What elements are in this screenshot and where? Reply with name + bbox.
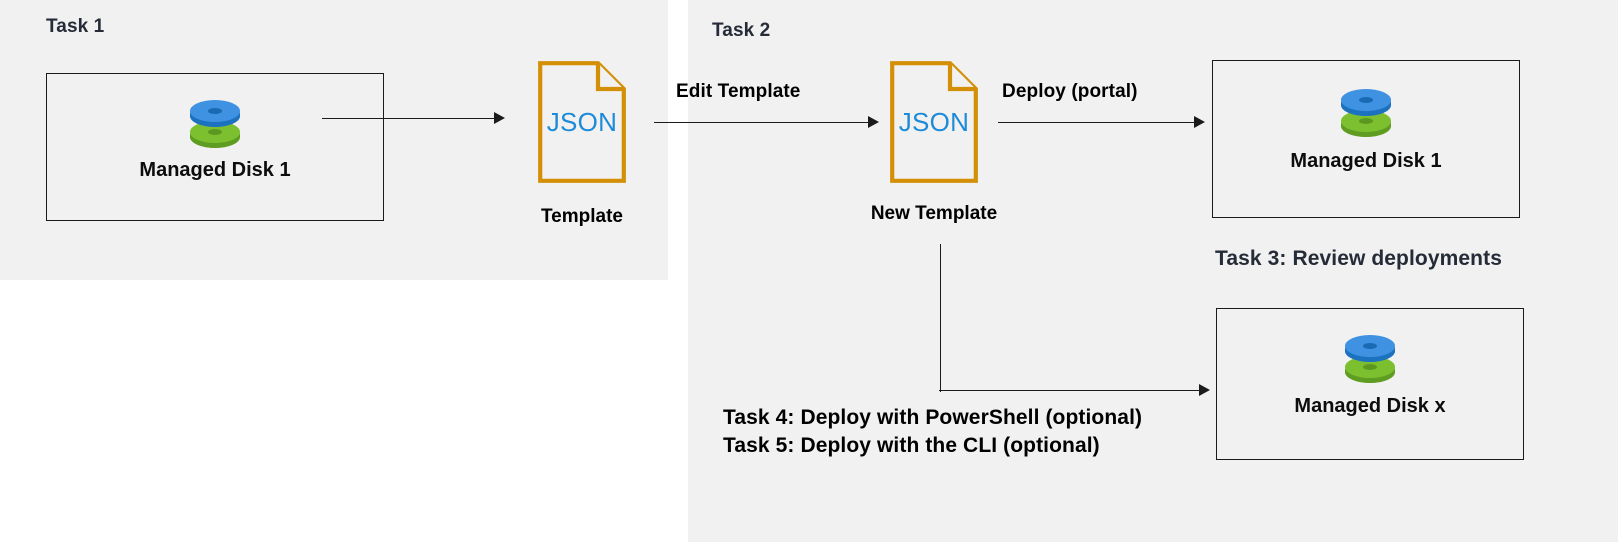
task4-label: Task 4: Deploy with PowerShell (optional… (723, 406, 1143, 429)
managed-disk-1-box-task3: Managed Disk 1 (1212, 60, 1520, 218)
new-template-caption: New Template (870, 203, 998, 224)
json-file-icon-template: JSON (538, 61, 626, 183)
managed-disk-x-box: Managed Disk x (1216, 308, 1524, 460)
template-caption: Template (540, 206, 623, 227)
json-label-new-template: JSON (898, 107, 970, 137)
managed-disk-1-label-task3: Managed Disk 1 (1290, 150, 1442, 172)
managed-disk-icon (186, 96, 244, 155)
task1-heading: Task 1 (46, 16, 105, 37)
managed-disk-1-label-task1: Managed Disk 1 (139, 159, 291, 181)
arrow-edit-template-line (654, 122, 870, 123)
managed-disk-1-box-task1: Managed Disk 1 (46, 73, 384, 221)
task5-label: Task 5: Deploy with the CLI (optional) (723, 434, 1100, 457)
managed-disk-icon (1341, 331, 1399, 390)
arrow-right-icon (868, 116, 879, 128)
managed-disk-x-label: Managed Disk x (1294, 395, 1446, 417)
elbow-connector-vertical (940, 244, 941, 392)
managed-disk-icon (1337, 85, 1395, 144)
arrow-deploy-portal-line (998, 122, 1196, 123)
task2-heading: Task 2 (712, 20, 771, 41)
arrow-disk1-to-template-line (322, 118, 496, 119)
edit-template-label: Edit Template (676, 81, 801, 102)
arrow-right-icon (1199, 384, 1210, 396)
deploy-portal-label: Deploy (portal) (1002, 81, 1138, 102)
task3-label: Task 3: Review deployments (1215, 247, 1502, 270)
arrow-right-icon (1194, 116, 1205, 128)
json-label-template: JSON (546, 107, 618, 137)
arrow-right-icon (494, 112, 505, 124)
json-file-icon-new-template: JSON (890, 61, 978, 183)
elbow-connector-horizontal (939, 390, 1201, 391)
